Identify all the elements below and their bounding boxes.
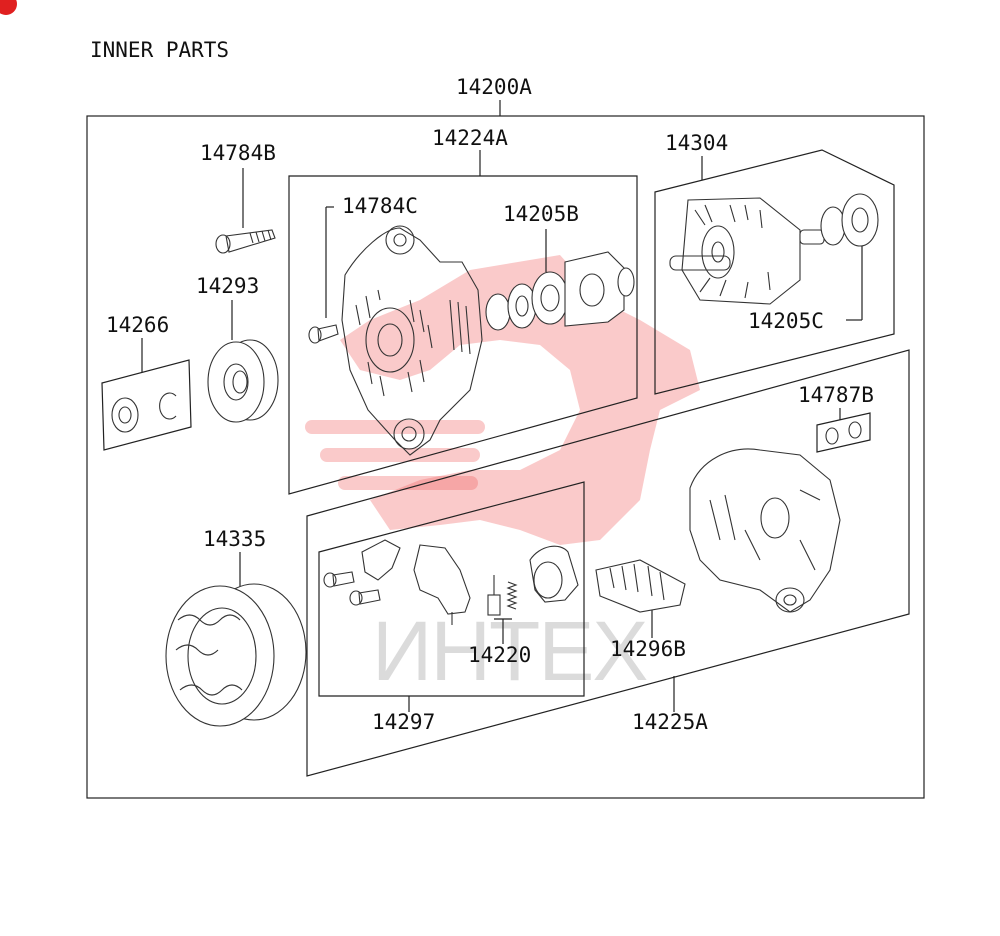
part-label-14220[interactable]: 14220 bbox=[468, 643, 531, 667]
part-label-14296B[interactable]: 14296B bbox=[610, 637, 686, 661]
pulley-14293[interactable] bbox=[207, 339, 279, 423]
insulator-14787B[interactable] bbox=[825, 421, 862, 445]
part-label-14787B[interactable]: 14787B bbox=[798, 383, 874, 407]
diagram-title: INNER PARTS bbox=[90, 38, 229, 62]
subassembly-frame-14225A bbox=[306, 349, 910, 777]
corner-badge bbox=[0, 0, 17, 15]
stator-14335[interactable] bbox=[165, 583, 307, 727]
brush-spring-14220[interactable] bbox=[487, 575, 518, 616]
part-label-14224A[interactable]: 14224A bbox=[432, 126, 508, 150]
kit-frame-14266 bbox=[101, 359, 192, 451]
front-housing[interactable] bbox=[341, 225, 483, 456]
watermark-logo bbox=[305, 255, 700, 545]
rotor-14304[interactable] bbox=[669, 193, 879, 305]
nut-14266[interactable] bbox=[111, 397, 139, 433]
screw-14784C[interactable] bbox=[308, 324, 339, 344]
part-label-14784C[interactable]: 14784C bbox=[342, 194, 418, 218]
part-label-14784B[interactable]: 14784B bbox=[200, 141, 276, 165]
part-label-14304[interactable]: 14304 bbox=[665, 131, 728, 155]
part-label-14205C[interactable]: 14205C bbox=[748, 309, 824, 333]
part-label-14225A[interactable]: 14225A bbox=[632, 710, 708, 734]
part-label-14335[interactable]: 14335 bbox=[203, 527, 266, 551]
assembly-frame bbox=[86, 115, 925, 799]
watermark-text: ИНТЕХ bbox=[372, 604, 647, 698]
part-label-14266[interactable]: 14266 bbox=[106, 313, 169, 337]
subassembly-frame-14224A bbox=[288, 175, 638, 495]
rectifier-14296B[interactable] bbox=[595, 559, 686, 613]
bolt-14784B[interactable] bbox=[215, 229, 276, 254]
subassembly-frame-14304 bbox=[654, 149, 895, 395]
clip-14266[interactable] bbox=[159, 392, 177, 420]
brush-holder-14297[interactable] bbox=[323, 539, 579, 625]
part-label-14200A[interactable]: 14200A bbox=[456, 75, 532, 99]
rear-housing[interactable] bbox=[689, 448, 841, 613]
part-label-14293[interactable]: 14293 bbox=[196, 274, 259, 298]
kit-frame-14787B bbox=[816, 412, 871, 453]
part-label-14205B[interactable]: 14205B bbox=[503, 202, 579, 226]
bearing-14205B[interactable] bbox=[485, 251, 635, 331]
subassembly-frame-14297 bbox=[318, 481, 585, 697]
part-label-14297[interactable]: 14297 bbox=[372, 710, 435, 734]
